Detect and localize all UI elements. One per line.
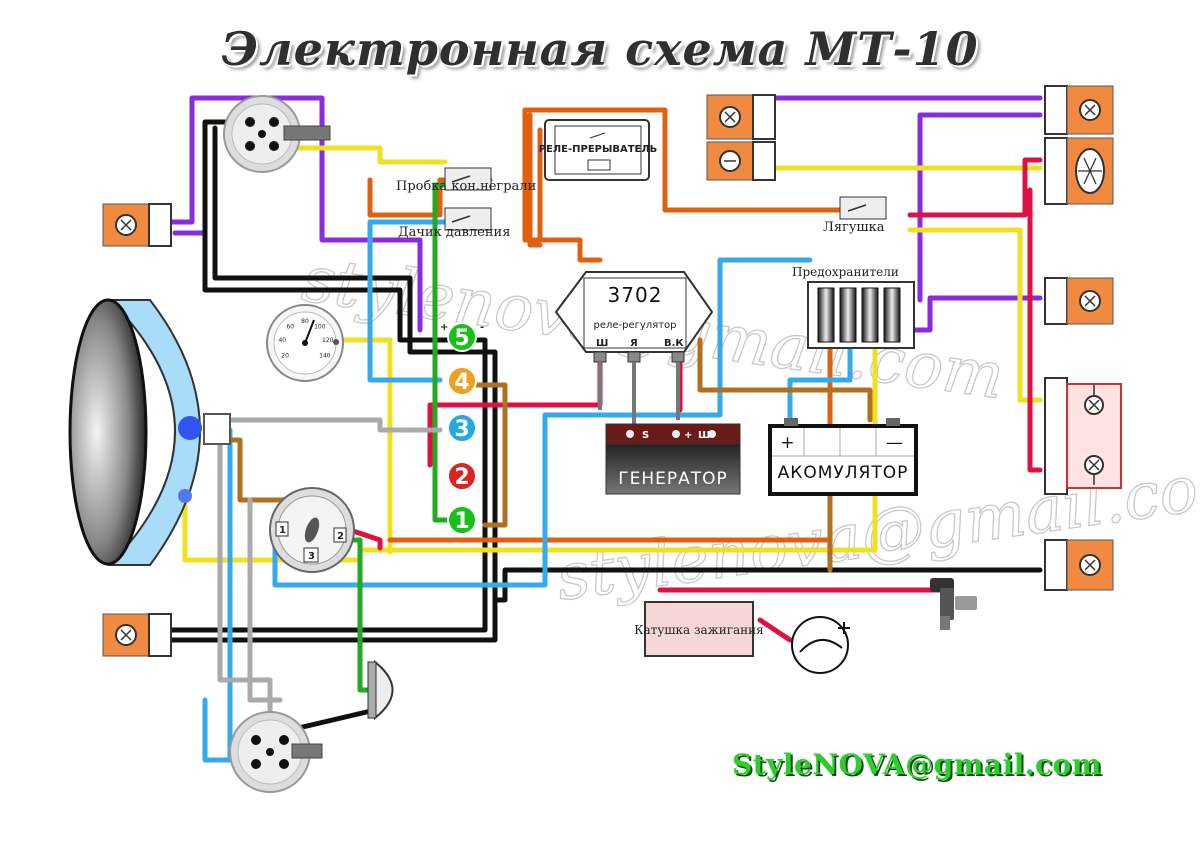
battery-plus: + (780, 433, 795, 453)
wire-brown-3 (697, 337, 873, 423)
wire-purple-1 (169, 95, 423, 333)
gen-term-s: S (642, 430, 649, 441)
voltage-regulator: 3702 реле-регулятор Ш Я В.К (554, 271, 714, 426)
relay-breaker-label: РЕЛЕ-ПРЕРЫВАТЕЛЬ (539, 144, 658, 155)
frog-switch: Лягушка (823, 196, 887, 235)
coil-label: Катушка зажигания (634, 623, 764, 637)
wire-purple-4 (907, 295, 1043, 333)
relay-breaker: РЕЛЕ-ПРЕРЫВАТЕЛЬ (539, 119, 658, 181)
wire-red-5 (347, 527, 383, 551)
wire-blue-3 (272, 257, 813, 588)
frog-label: Лягушка (823, 220, 885, 235)
connector-2 (447, 461, 477, 491)
connector-label-5: 5 (454, 326, 469, 351)
speedometer-tick-140: 140 (319, 353, 331, 360)
fuel-plug: Пробка кон.негрaли (396, 167, 536, 194)
speedometer-tick-40: 40 (278, 337, 286, 344)
wire-orange-2 (522, 107, 843, 213)
generator-label: ГЕНЕРАТОР (618, 469, 728, 489)
ign-term-2: 2 (337, 531, 344, 542)
wire-blue-1 (367, 219, 458, 383)
speedometer-tick-80: 80 (301, 318, 309, 325)
connector-4 (447, 366, 477, 396)
speedometer-tick-100: 100 (314, 323, 326, 330)
speedometer-tick-20: 20 (281, 353, 289, 360)
connector-block: + - 5 4 3 2 1 (440, 322, 484, 535)
pressure-sensor: Дачик давления (398, 207, 510, 240)
reg-term-ya: Я (630, 338, 638, 349)
pressure-sensor-label: Дачик давления (398, 225, 510, 240)
gen-term-sh: Ш (698, 430, 710, 441)
wire-grey-1 (222, 417, 443, 433)
wire-yellow-1 (277, 145, 448, 165)
handlebar-switch-bottom (229, 711, 323, 793)
fuse-box: Предохранители (792, 265, 915, 349)
contact-email: StyleNOVA@gmail.com (732, 748, 1102, 781)
battery: + — АКОМУЛЯТОР (768, 418, 918, 496)
block-plus: + (440, 322, 448, 333)
wire-blue-2 (202, 427, 233, 763)
reg-term-sh: Ш (596, 338, 608, 349)
connector-label-1: 1 (454, 509, 469, 534)
lamp-left-upper (102, 203, 172, 247)
battery-minus: — (886, 433, 904, 453)
fuses-label: Предохранители (792, 265, 899, 279)
distributor (791, 616, 850, 674)
ign-term-1: 1 (279, 525, 286, 536)
lamp-left-lower (102, 613, 172, 657)
wire-red-1 (907, 157, 1043, 218)
lamp-right-mid (1044, 277, 1114, 325)
ign-term-3: 3 (308, 551, 315, 562)
fuel-plug-label: Пробка кон.негрaли (396, 179, 536, 194)
wire-purple-3 (917, 112, 1043, 303)
spark-plug (930, 578, 977, 630)
wire-orange-1 (522, 107, 603, 263)
gen-term-plus: + (684, 430, 692, 441)
generator: S + Ш ГЕНЕРАТОР (605, 423, 741, 495)
lamp-right-bottom (1044, 539, 1114, 591)
connector-5 (447, 322, 477, 352)
connector-label-2: 2 (454, 465, 469, 490)
connector-3 (447, 413, 477, 443)
regulator-name: реле-регулятор (593, 320, 676, 331)
wire-brown-2 (467, 382, 508, 528)
wire-black-2 (169, 125, 498, 643)
regulator-number: 3702 (608, 283, 663, 307)
wire-red-2 (1027, 187, 1043, 473)
speedometer-tick-60: 60 (286, 323, 294, 330)
lamp-right-top (1044, 85, 1114, 205)
lamp-top-center (706, 94, 776, 181)
speedometer-tick-120: 120 (322, 337, 334, 344)
wire-red-7 (757, 617, 793, 643)
reg-term-vk: В.К (664, 338, 684, 349)
wire-black-1 (169, 119, 488, 633)
tail-light (1044, 377, 1122, 495)
wire-grey-3 (247, 497, 283, 703)
connector-1 (447, 505, 477, 535)
connector-label-3: 3 (454, 417, 469, 442)
horn (367, 659, 394, 721)
block-minus: - (480, 322, 484, 333)
diagram-title: Электронная схема МТ-10 (221, 22, 979, 76)
connector-label-4: 4 (454, 370, 469, 395)
wire-black-4 (287, 707, 378, 733)
wire-green-1 (432, 182, 458, 523)
wire-orange-3 (527, 112, 543, 248)
ignition-switch: 1 2 3 (269, 487, 355, 573)
ignition-coil: Катушка зажигания (634, 601, 764, 657)
wires (169, 95, 1043, 763)
battery-label: АКОМУЛЯТОР (778, 463, 909, 483)
handlebar-switch-top (223, 95, 331, 173)
wire-grey-2 (217, 437, 273, 743)
headlight (68, 298, 231, 566)
